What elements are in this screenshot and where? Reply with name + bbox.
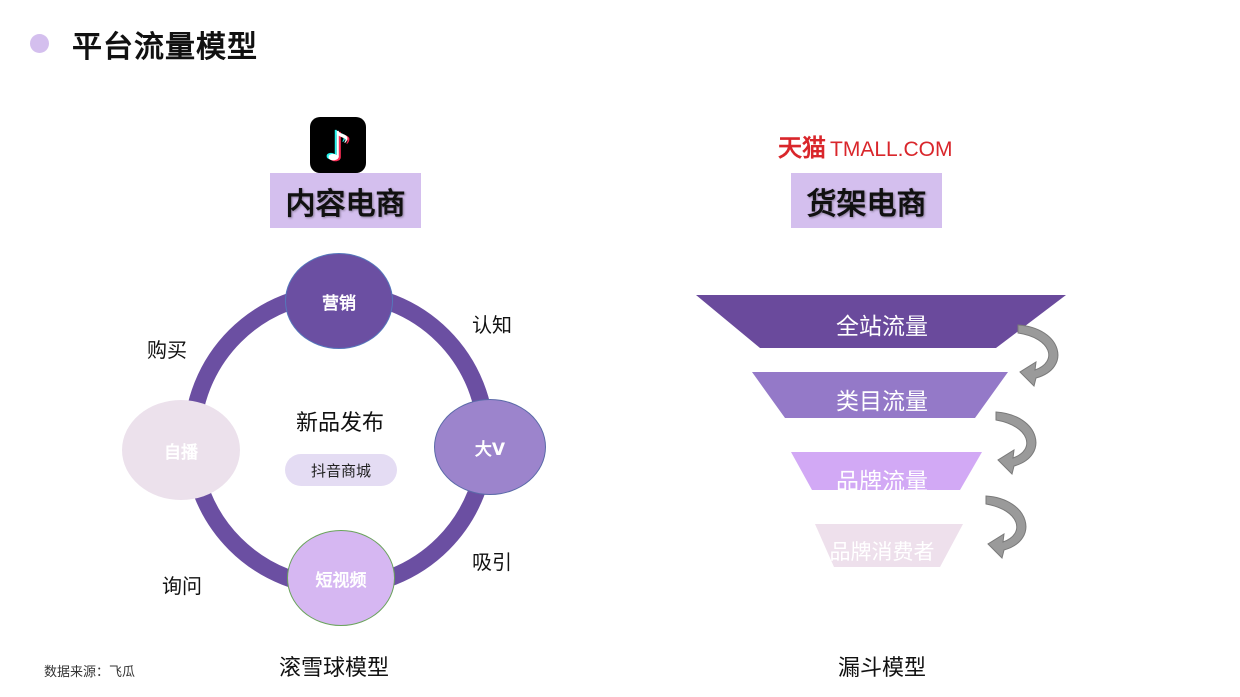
funnel-label-4: 品牌消费者 <box>829 540 935 564</box>
tiktok-icon: ♪ ♪ ♪ <box>310 117 366 173</box>
node-bigv: 大V <box>434 399 546 495</box>
curved-arrow-icon <box>995 411 1037 475</box>
svg-text:♪: ♪ <box>327 125 353 171</box>
node-live-stream: 自播 <box>122 400 240 500</box>
node-short-video: 短视频 <box>287 530 395 626</box>
page-title: 平台流量模型 <box>72 30 258 65</box>
shelf-ecommerce-label: 货架电商 <box>791 173 942 228</box>
edge-label-cognition: 认知 <box>472 313 512 337</box>
funnel-label-2: 类目流量 <box>836 389 928 415</box>
center-title: 新品发布 <box>296 411 385 436</box>
node-marketing: 营销 <box>285 253 393 349</box>
edge-label-inquire: 询问 <box>162 574 202 598</box>
funnel-model-caption: 漏斗模型 <box>838 656 927 681</box>
svg-text:♪: ♪ <box>323 123 349 169</box>
tmall-logo-cn: 天猫 <box>778 133 826 162</box>
curved-arrow-icon <box>985 495 1027 559</box>
funnel-level-3 <box>791 452 982 490</box>
content-ecommerce-label: 内容电商 <box>270 173 421 228</box>
funnel-level-2 <box>752 372 1008 418</box>
funnel-label-1: 全站流量 <box>836 314 928 340</box>
snowball-model-caption: 滚雪球模型 <box>279 656 390 681</box>
tmall-logo: 天猫 TMALL.COM <box>778 128 953 162</box>
douyin-mall-pill: 抖音商城 <box>285 454 397 486</box>
funnel-level-1 <box>696 295 1066 348</box>
source-note: 数据来源：飞瓜 <box>44 665 136 680</box>
svg-text:♪: ♪ <box>325 124 351 170</box>
curved-arrow-icon <box>1017 324 1059 387</box>
edge-label-buy: 购买 <box>147 338 187 362</box>
funnel-label-3: 品牌流量 <box>836 469 928 495</box>
edge-label-attract: 吸引 <box>472 550 512 574</box>
funnel-level-4 <box>815 524 963 567</box>
funnel-arrows <box>985 324 1059 559</box>
title-bullet-dot <box>30 34 49 53</box>
tmall-logo-en: TMALL.COM <box>830 138 953 161</box>
funnel-diagram <box>696 295 1066 567</box>
